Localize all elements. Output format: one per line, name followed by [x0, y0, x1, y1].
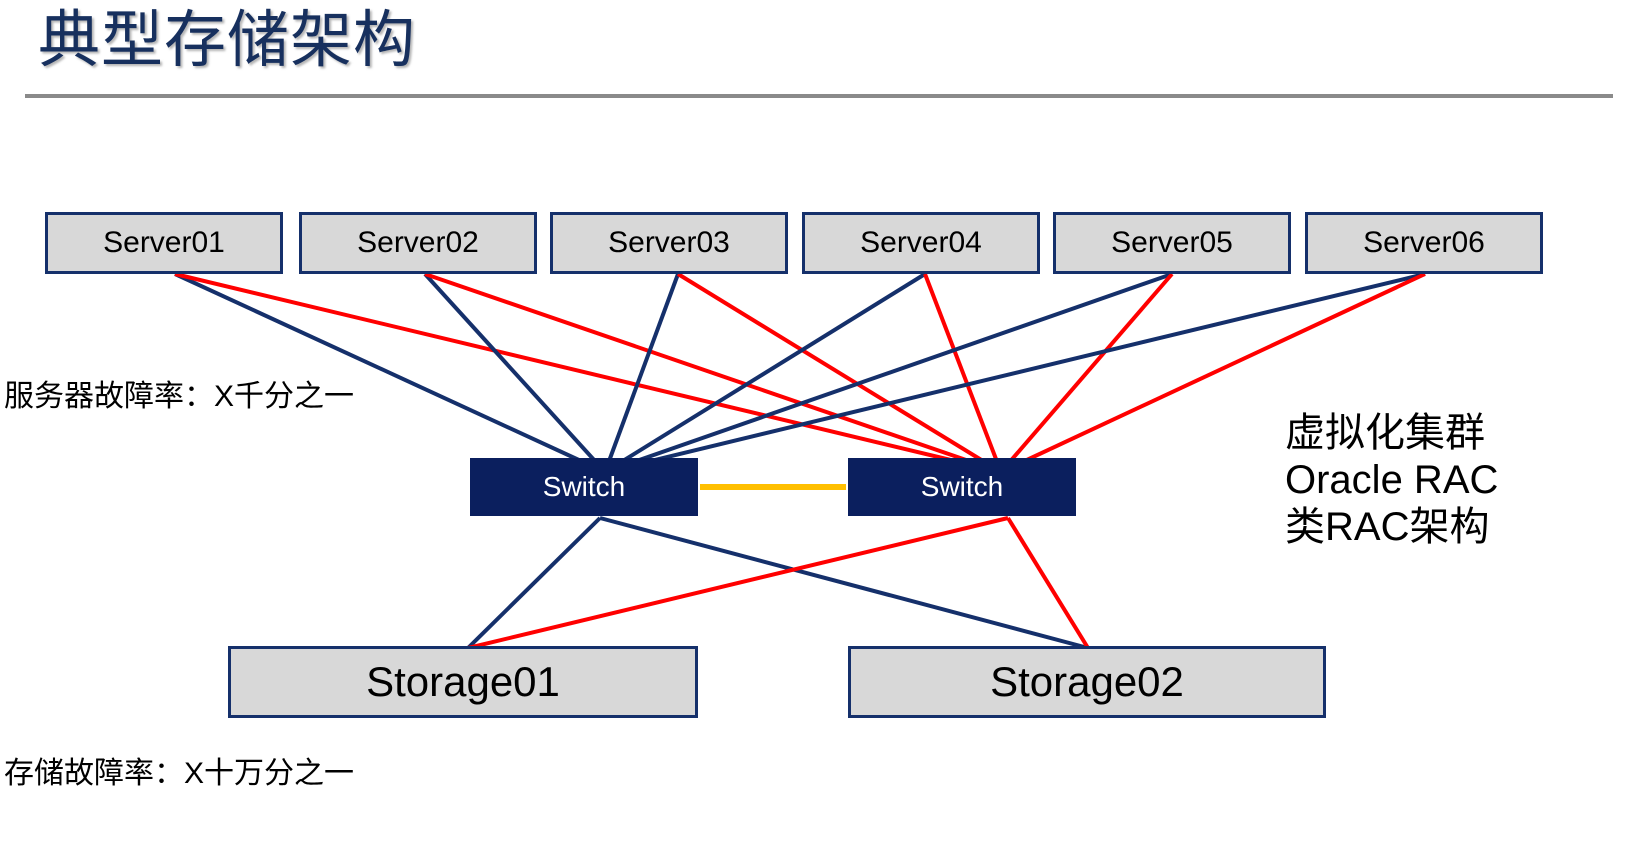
link-server04-to-switch-left — [603, 272, 927, 474]
server-node-2-label: Server02 — [357, 226, 479, 259]
server-node-6[interactable]: Server06 — [1305, 212, 1543, 274]
link-server04-to-switch-right — [923, 273, 1003, 473]
server-failure-rate-note: 服务器故障率：X千分之一 — [4, 380, 355, 413]
link-server06-to-switch-right — [1000, 272, 1426, 474]
link-server05-to-switch-left — [604, 272, 1173, 474]
storage-node-2-label: Storage02 — [990, 658, 1184, 705]
storage-node-1[interactable]: Storage01 — [228, 646, 698, 718]
page-title: 典型存储架构 — [38, 6, 417, 75]
title-divider — [25, 94, 1613, 98]
link-server01-to-switch-right — [174, 272, 1002, 474]
server-node-1[interactable]: Server01 — [45, 212, 283, 274]
link-switch-left-to-storage02 — [599, 516, 1089, 650]
storage-node-1-label: Storage01 — [366, 658, 560, 705]
switch-node-2-label: Switch — [920, 471, 1004, 502]
server-node-3[interactable]: Server03 — [550, 212, 788, 274]
server-node-3-label: Server03 — [608, 226, 730, 259]
server-node-5[interactable]: Server05 — [1053, 212, 1291, 274]
link-switch-right-to-storage01 — [467, 516, 1009, 650]
cluster-note-line-3: 类RAC架构 — [1285, 505, 1490, 549]
storage-failure-rate-note: 存储故障率：X十万分之一 — [4, 757, 355, 790]
server-node-2[interactable]: Server02 — [299, 212, 537, 274]
switch-node-2[interactable]: Switch — [848, 458, 1076, 516]
link-server05-to-switch-right — [999, 272, 1174, 474]
link-server03-to-switch-left — [603, 273, 680, 473]
link-switch-right-to-storage02 — [1006, 516, 1090, 650]
storage-node-2[interactable]: Storage02 — [848, 646, 1326, 718]
link-server01-to-switch-left — [174, 272, 606, 474]
server-node-4-label: Server04 — [860, 226, 982, 259]
server-node-5-label: Server05 — [1111, 226, 1233, 259]
switch-node-1[interactable]: Switch — [470, 458, 698, 516]
server-node-6-label: Server06 — [1363, 226, 1485, 259]
cluster-note-line-2: Oracle RAC — [1285, 458, 1499, 502]
cluster-note-line-1: 虚拟化集群 — [1285, 411, 1485, 455]
link-server02-to-switch-right — [424, 272, 1002, 474]
switch-node-1-label: Switch — [542, 471, 626, 502]
link-server06-to-switch-left — [604, 272, 1426, 474]
cluster-note: 虚拟化集群 Oracle RAC 类RAC架构 — [1285, 410, 1498, 551]
server-node-4[interactable]: Server04 — [802, 212, 1040, 274]
server-node-1-label: Server01 — [103, 226, 225, 259]
link-server03-to-switch-right — [676, 272, 1003, 474]
link-switch-left-to-storage01 — [466, 516, 602, 650]
link-server02-to-switch-left — [423, 272, 607, 474]
